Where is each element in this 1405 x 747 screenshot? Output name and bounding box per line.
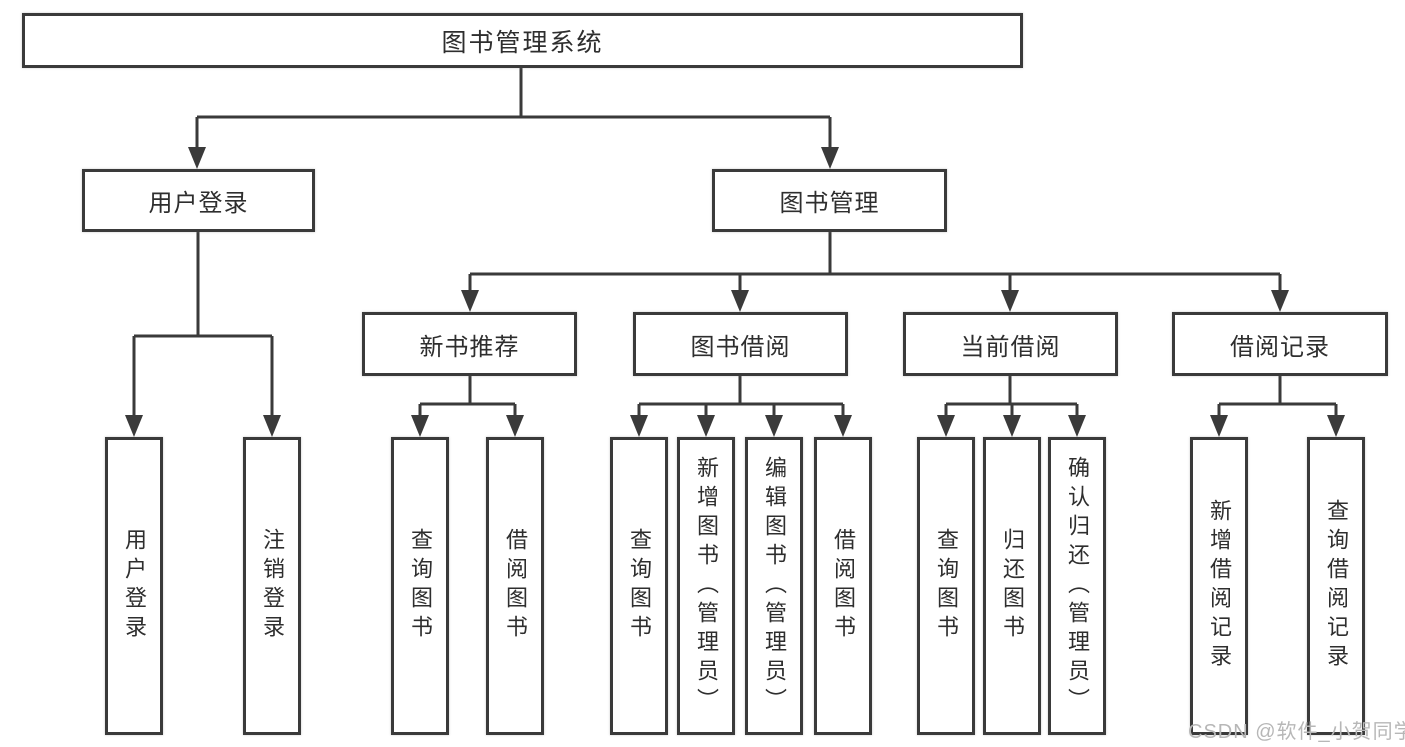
node-leaf-query-books-1: 查询图书 (391, 437, 449, 735)
node-leaf-query-books-2: 查询图书 (610, 437, 668, 735)
node-leaf-add-books-admin: 新增图书（管理员） (677, 437, 735, 735)
node-leaf-borrow-books-2: 借阅图书 (814, 437, 872, 735)
connector-new-book-children (411, 376, 524, 437)
node-leaf-user-login: 用户登录 (105, 437, 163, 735)
node-borrow-record: 借阅记录 (1172, 312, 1388, 376)
node-leaf-edit-books-admin: 编辑图书（管理员） (745, 437, 803, 735)
node-user-login: 用户登录 (82, 169, 315, 232)
node-book-borrow: 图书借阅 (633, 312, 848, 376)
node-leaf-query-books-3: 查询图书 (917, 437, 975, 735)
node-leaf-confirm-return-admin: 确认归还（管理员） (1048, 437, 1106, 735)
node-new-book-recommend: 新书推荐 (362, 312, 577, 376)
node-current-borrow: 当前借阅 (903, 312, 1118, 376)
connector-current-borrow-children (937, 376, 1086, 437)
connector-root-to-level2 (188, 68, 839, 169)
node-book-management: 图书管理 (712, 169, 947, 232)
node-leaf-add-borrow-record: 新增借阅记录 (1190, 437, 1248, 735)
node-leaf-return-books: 归还图书 (983, 437, 1041, 735)
connector-book-borrow-children (630, 376, 852, 437)
node-leaf-logout: 注销登录 (243, 437, 301, 735)
connector-borrow-record-children (1210, 376, 1345, 437)
connector-book-mgmt-to-level3 (461, 232, 1289, 312)
connector-user-login-children (125, 232, 281, 437)
node-leaf-query-borrow-record: 查询借阅记录 (1307, 437, 1365, 735)
node-leaf-borrow-books-1: 借阅图书 (486, 437, 544, 735)
node-library-management-system: 图书管理系统 (22, 13, 1023, 68)
csdn-watermark: CSDN @软件_小贺同学 (1188, 721, 1405, 743)
